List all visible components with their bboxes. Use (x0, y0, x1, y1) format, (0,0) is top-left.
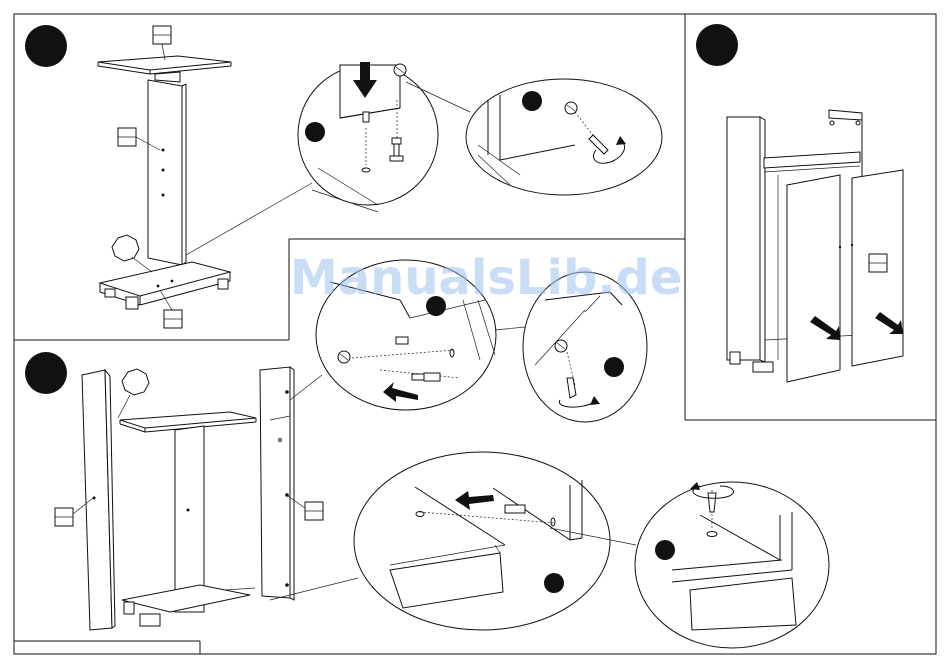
arrow-icon (455, 491, 494, 510)
step-top-right-drawing (727, 110, 903, 382)
detail-badge (426, 296, 446, 316)
stop-sign-icon (122, 369, 149, 395)
step-bottom-left-drawing (55, 367, 358, 630)
step-badge-top-right (696, 24, 738, 66)
detail-badge (655, 540, 675, 560)
detail-circle-side-cam (495, 272, 647, 422)
screwdriver-icon (589, 135, 608, 154)
cam-lock-icon (707, 532, 717, 537)
dowel-icon (396, 337, 408, 344)
detail-badge (544, 573, 564, 593)
screwdriver-icon (708, 493, 716, 512)
detail-badge (305, 122, 325, 142)
step-top-left-drawing (98, 26, 312, 328)
detail-circle-side-dowel (316, 260, 496, 410)
screwdriver-icon (567, 378, 576, 398)
detail-circle-dowel (298, 62, 470, 212)
detail-circle-base-dowel (354, 452, 610, 630)
detail-circle-cam-lock (466, 79, 662, 195)
dowel-icon (363, 112, 369, 122)
stop-sign-icon (112, 235, 139, 261)
arrow-icon (383, 382, 418, 402)
detail-badge (522, 91, 542, 111)
step-badge-top-left (25, 25, 67, 67)
detail-badge (604, 357, 624, 377)
dowel-icon (505, 505, 525, 513)
detail-circle-base-screw (550, 482, 829, 648)
rotation-icon (559, 400, 595, 407)
step-badge-bottom-left (25, 352, 67, 394)
